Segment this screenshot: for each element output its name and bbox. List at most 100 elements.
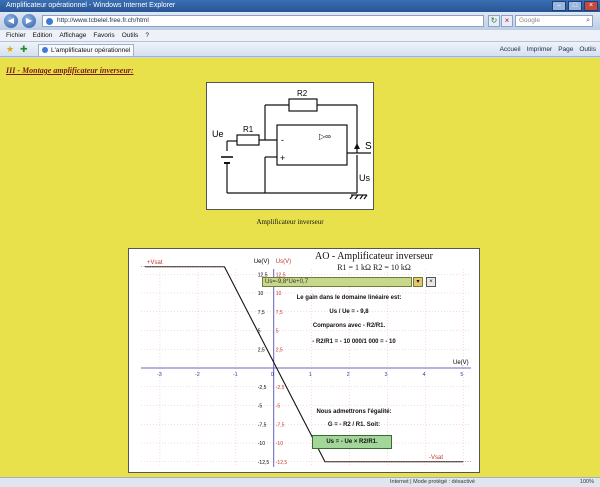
graph-title: AO - Amplificateur inverseur — [314, 251, 434, 262]
menu-view[interactable]: Affichage — [59, 32, 87, 39]
y-tick-label-red-4: -2,5 — [276, 385, 285, 391]
x-tick-label-1: -2 — [195, 372, 200, 378]
y-tick-label-red-8: 7,5 — [276, 310, 283, 316]
label-ue: Ue — [212, 129, 224, 139]
y-tick-label-4: -2,5 — [258, 385, 267, 391]
y-tick-label-2: -7,5 — [258, 422, 267, 428]
x-tick-label-0: -3 — [157, 372, 162, 378]
ground-hatch-1 — [349, 194, 354, 200]
label-r1: R1 — [243, 125, 254, 134]
label-plus: + — [280, 153, 285, 163]
section-title: III - Montage amplificateur inverseur: — [6, 66, 134, 75]
graph-subtitle: R1 = 1 kΩ R2 = 10 kΩ — [337, 263, 411, 272]
url-text: http://www.tcbelel.free.fr.ch/html — [57, 17, 149, 24]
refresh-icon[interactable]: ↻ — [488, 15, 500, 27]
y-tick-label-red-1: -10 — [276, 441, 283, 447]
ground-hatch-3 — [359, 194, 364, 200]
label-r2: R2 — [297, 89, 308, 98]
x-tick-label-2: -1 — [233, 372, 238, 378]
search-icon[interactable]: ⌕ — [586, 17, 590, 24]
add-favorite-icon[interactable]: ✚ — [20, 44, 28, 54]
y-tick-label-7: 5 — [258, 329, 261, 335]
maximize-button[interactable]: □ — [568, 1, 582, 11]
compare-text: Comparons avec - R2/R1. — [312, 323, 386, 329]
window-title: Amplificateur opérationnel - Windows Int… — [6, 2, 176, 9]
back-icon[interactable]: ◀ — [4, 14, 18, 28]
gain-formula-box: Us = - Ue × R2/R1. — [312, 435, 392, 449]
window-titlebar: Amplificateur opérationnel - Windows Int… — [0, 0, 600, 12]
y-tick-label-3: -5 — [258, 404, 263, 410]
x-axis-title: Ue(V) — [453, 360, 469, 366]
y-tick-label-red-3: -5 — [276, 404, 281, 410]
transfer-curve — [144, 266, 464, 463]
circuit-caption: Amplificateur inverseur — [256, 218, 324, 226]
gain-text-line2: Us / Ue = - 9,8 — [329, 309, 369, 315]
menu-file[interactable]: Fichier — [6, 32, 26, 39]
gain-text-line1: Le gain dans le domaine linéaire est: — [296, 295, 402, 301]
x-tick-label-5: 2 — [347, 372, 350, 378]
forward-icon[interactable]: ▶ — [22, 14, 36, 28]
print-button[interactable]: Imprimer — [526, 46, 553, 53]
vsat-minus-label: -Vsat — [429, 455, 443, 461]
y-tick-label-red-2: -7,5 — [276, 422, 285, 428]
minimize-button[interactable]: – — [552, 1, 566, 11]
formula-dropdown-icon[interactable]: ▾ — [413, 277, 423, 287]
label-s: S — [365, 141, 372, 152]
x-tick-label-4: 1 — [309, 372, 312, 378]
resistor-r1 — [236, 134, 260, 146]
y-tick-label-8: 7,5 — [258, 310, 265, 316]
y-tick-label-red-7: 5 — [276, 329, 279, 335]
favorites-star-icon[interactable]: ★ — [6, 44, 15, 54]
resistor-r2 — [288, 98, 318, 112]
menu-help[interactable]: ? — [145, 32, 149, 39]
vsat-plus-label: +Vsat — [147, 260, 163, 266]
y-tick-label-9: 10 — [258, 291, 264, 297]
tools-menu-button[interactable]: Outils — [579, 46, 596, 53]
ratio-text: - R2/R1 = - 10 000/1 000 = - 10 — [312, 339, 396, 345]
equation-text: G = - R2 / R1. Soit: — [327, 422, 381, 428]
tab-favicon-icon — [42, 47, 48, 53]
menu-favorites[interactable]: Favoris — [93, 32, 115, 39]
search-input[interactable]: Google ⌕ — [515, 15, 593, 27]
opamp-body — [276, 124, 348, 166]
x-tick-label-8: 5 — [460, 372, 463, 378]
home-button[interactable]: Accueil — [499, 46, 521, 53]
page-content: III - Montage amplificateur inverseur: — [0, 58, 600, 477]
favorites-bar: ★ ✚ L'amplificateur opérationnel Accueil… — [0, 42, 600, 57]
y-tick-label-0: -12,5 — [258, 460, 270, 466]
x-tick-label-7: 4 — [422, 372, 425, 378]
x-tick-label-3: 0 — [271, 372, 274, 378]
y-tick-label-red-10: 12,5 — [276, 272, 286, 278]
y-axis-title-black: Ue(V) — [254, 259, 270, 265]
formula-close-icon[interactable]: × — [426, 277, 436, 287]
browser-tab[interactable]: L'amplificateur opérationnel — [38, 44, 134, 56]
url-field[interactable]: http://www.tcbelel.free.fr.ch/html — [42, 15, 484, 27]
y-axis-title-red: Us(V) — [276, 259, 291, 265]
close-button[interactable]: × — [584, 1, 598, 11]
x-tick-label-6: 3 — [385, 372, 388, 378]
ground-hatch-4 — [363, 194, 368, 200]
tab-title: L'amplificateur opérationnel — [51, 47, 131, 54]
y-tick-label-red-6: 2,5 — [276, 347, 283, 353]
zoom-level[interactable]: 100% — [579, 479, 594, 485]
circuit-svg: R2 R1 Ue Us S - + ▷∞ — [212, 89, 372, 200]
ground-hatch-2 — [354, 194, 359, 200]
menu-edit[interactable]: Edition — [32, 32, 53, 39]
formula-input[interactable]: Us=-9,8*Ue+0,7 — [262, 277, 412, 287]
y-tick-label-red-0: -12,5 — [276, 460, 288, 466]
us-arrow-icon — [354, 143, 360, 149]
y-tick-label-red-9: 10 — [276, 291, 282, 297]
menu-tools[interactable]: Outils — [121, 32, 139, 39]
y-tick-label-10: 12,5 — [258, 272, 268, 278]
label-us: Us — [359, 173, 370, 183]
status-bar: Internet | Mode protégé : désactivé 100% — [0, 477, 600, 487]
stop-icon[interactable]: × — [501, 15, 513, 27]
address-bar: ◀ ▶ http://www.tcbelel.free.fr.ch/html ↻… — [0, 12, 600, 30]
menu-bar: Fichier Edition Affichage Favoris Outils… — [0, 30, 600, 42]
y-tick-label-6: 2,5 — [258, 347, 265, 353]
admit-text: Nous admettrons l'égalité: — [316, 409, 392, 415]
page-menu-button[interactable]: Page — [558, 46, 574, 53]
y-tick-label-1: -10 — [258, 441, 265, 447]
